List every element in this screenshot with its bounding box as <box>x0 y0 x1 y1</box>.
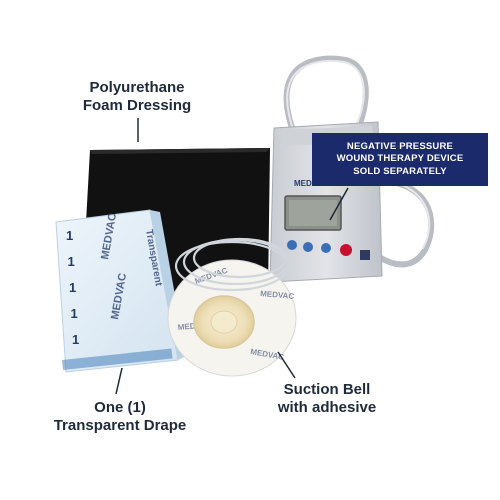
suction-bell: MEDVAC MEDVAC MEDVAC MEDVAC <box>167 237 297 377</box>
drape-mark: 1 <box>71 306 78 321</box>
sold-separately-callout: NEGATIVE PRESSURE WOUND THERAPY DEVICE S… <box>312 133 488 186</box>
drape-label: One (1) Transparent Drape <box>53 399 187 434</box>
drape-mark: 1 <box>72 332 79 347</box>
device-button-left <box>287 240 297 250</box>
drape-mark: 1 <box>69 280 76 295</box>
drape-number-marks: 1 1 1 1 1 <box>66 228 79 347</box>
device-button-mid <box>303 242 313 252</box>
pointer-lines <box>115 118 349 395</box>
drape-mark: 1 <box>66 228 73 243</box>
foam-dressing-label: Polyurethane Foam Dressing <box>82 79 192 114</box>
suction-bell-label: Suction Bell with adhesive <box>277 381 377 416</box>
drape-mark: 1 <box>68 254 75 269</box>
device-logo: MEDVAC <box>294 179 328 188</box>
device-button-right <box>321 243 331 253</box>
svg-text:MEDVAC: MEDVAC <box>260 289 295 301</box>
device-power-button <box>340 244 352 256</box>
